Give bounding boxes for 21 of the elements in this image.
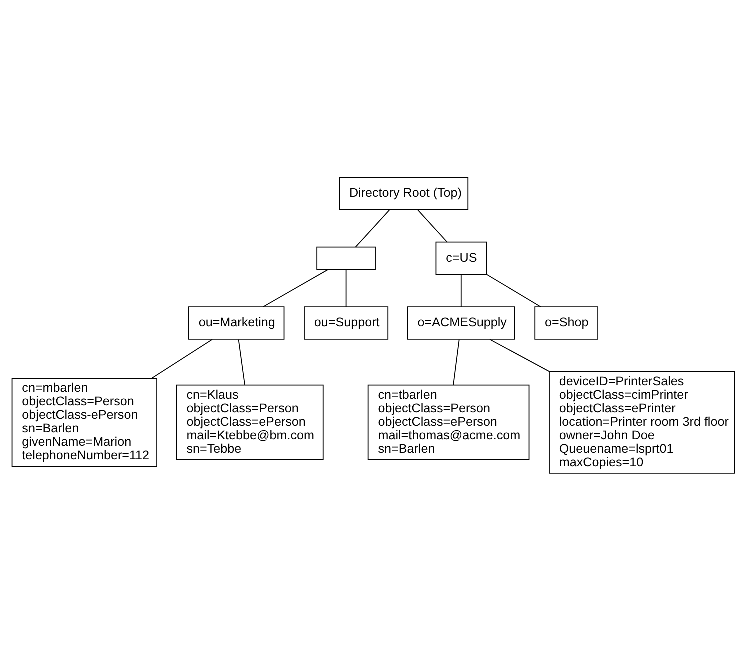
connector [151, 339, 213, 379]
node-box: c=US [436, 242, 488, 276]
node-box: o=ACMESupply [407, 306, 516, 340]
node-box: deviceID=PrinterSales objectClass=cimPrinter objectClass=ePrinter location=Printer room 3rd floor owner=John Doe Queuename=lsprt01 maxCopies=10 [549, 371, 736, 474]
node-box: o=Shop [534, 306, 598, 340]
connector [355, 210, 390, 248]
node-box: cn=Klaus objectClass=Person objectClass=ePerson mail=Ktebbe@bm.com sn=Tebbe [176, 384, 324, 460]
connector [490, 339, 550, 372]
node-box [316, 246, 376, 270]
connector [418, 210, 448, 243]
node-box: cn=mbarlen objectClass=Person objectClass-ePerson sn=Barlen givenName=Marion telephoneNumber=112 [12, 378, 158, 468]
connector [238, 339, 246, 386]
connector [460, 274, 462, 308]
connector [346, 269, 347, 308]
node-box: ou=Marketing [188, 306, 285, 340]
node-box: cn=tbarlen objectClass=Person objectClass=ePerson mail=thomas@acme.com sn=Barlen [368, 384, 530, 460]
node-box: Directory Root (Top) [339, 177, 469, 210]
connector [486, 274, 542, 308]
node-box: ou=Support [304, 306, 389, 340]
connector [262, 269, 329, 308]
connector [453, 339, 460, 386]
